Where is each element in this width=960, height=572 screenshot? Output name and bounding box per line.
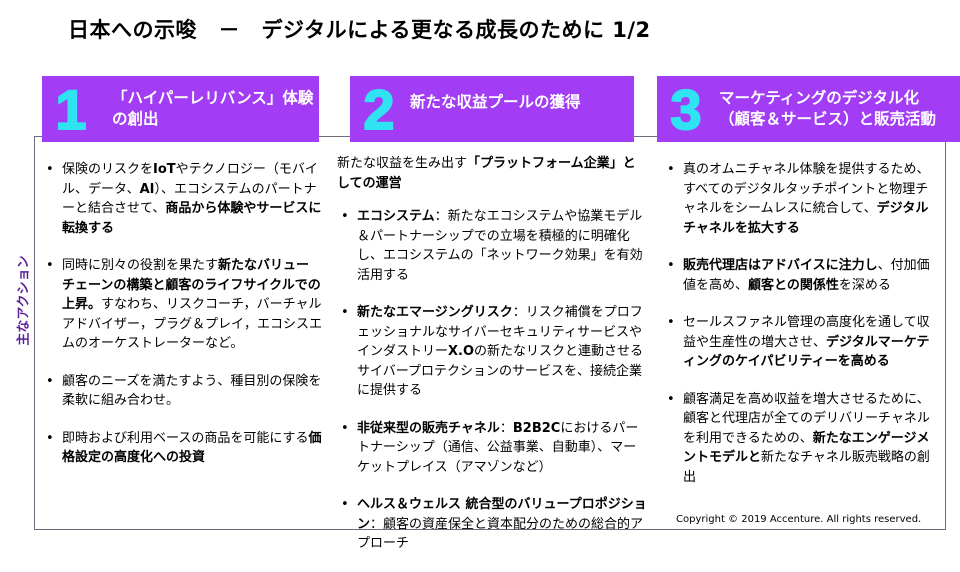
- text: 保険のリスクを: [62, 162, 154, 177]
- panel-1-heading-line1: 「ハイパーレリバンス」体験: [112, 89, 314, 107]
- bullet-item: 非従来型の販売チャネル：B2B2Cにおけるパートナーシップ（通信、公益事業、自動…: [337, 419, 647, 478]
- panel-3-heading-line1: マーケティングのデジタル化: [719, 89, 919, 107]
- text: 即時および利用ベースの商品を可能にする: [62, 430, 309, 446]
- text: やテクノロジー（モバイル、データ、: [62, 162, 318, 197]
- panel-2-body: 新たな収益を生み出す「プラットフォーム企業」としての運営エコシステム：新たなエコ…: [337, 154, 647, 572]
- text: セールスファネル管理の高度化を通して収益や生産性の増大させ、: [683, 315, 930, 350]
- text: すなわち、リスクコーチ，バーチャルアドバイザー，プラグ＆プレイ，エコシスエムのオ…: [62, 297, 323, 351]
- bullet-item: 新たなエマージングリスク：リスク補償をプロフェッショナルなサイバーセキュリティサ…: [337, 303, 647, 401]
- copyright: Copyright © 2019 Accenture. All rights r…: [676, 514, 922, 525]
- bold-text: 商品から体験やサービスに転換する: [62, 201, 322, 236]
- side-label-text: 主なアクション: [16, 254, 32, 346]
- bold-text: 非従来型の販売チャネル: [357, 420, 500, 436]
- text: ：リスク補償をプロフェッショナルなサイバーセキュリティサービスやインダストリー: [357, 305, 643, 359]
- bullet-item: 保険のリスクをIoTやテクノロジー（モバイル、データ、AI）、エコシステムのパー…: [42, 160, 322, 238]
- panel-3-header: 3 マーケティングのデジタル化 （顧客＆サービス）と販売活動: [657, 76, 960, 142]
- bold-text: ヘルス＆ウェルス 統合型のバリュープロポジション: [357, 497, 647, 532]
- panel-2-header: 2 新たな収益プールの獲得: [350, 76, 634, 142]
- text: 、付加価値を高め、: [683, 258, 930, 293]
- panel-2-heading-line1: 新たな収益プールの獲得: [410, 92, 581, 111]
- text: の新たなリスクと連動させるサイバープロテクションのサービスを、接続企業に提供する: [357, 344, 644, 398]
- bold-text: 新たなエンゲージメントモデルと: [683, 430, 930, 466]
- bold-text: IoT: [153, 162, 176, 177]
- bullet-item: 顧客のニーズを満たすよう、種目別の保険を柔軟に組み合わせ。: [42, 372, 322, 411]
- bullet-item: ヘルス＆ウェルス 統合型のバリュープロポジション：顧客の資産保全と資本配分のため…: [337, 495, 647, 554]
- panel-3-body: 真のオムニチャネル体験を提供するため、すべてのデジタルタッチポイントと物理チャネ…: [663, 160, 939, 505]
- text: ：顧客の資産保全と資本配分のための総合的アプローチ: [357, 516, 644, 552]
- panel-1-number: 1: [54, 77, 87, 142]
- panel-2-lead: 新たな収益を生み出す「プラットフォーム企業」としての運営: [337, 154, 647, 193]
- bold-text: 顧客との関係性: [748, 277, 839, 293]
- bold-text: X.O: [448, 344, 475, 359]
- bullet-item: エコシステム：新たなエコシステムや協業モデル＆パートナーシップでの立場を積極的に…: [337, 207, 647, 285]
- text: を深める: [838, 277, 891, 293]
- bold-text: 新たなバリューチェーンの構築と顧客のライフサイクルでの上昇。: [62, 258, 321, 312]
- bullet-item: セールスファネル管理の高度化を通して収益や生産性の増大させ、デジタルマーケティン…: [663, 313, 939, 372]
- text: におけるパートナーシップ（通信、公益事業、自動車）、マーケットプレイス（アマゾン…: [357, 420, 639, 475]
- bold-text: AI: [139, 181, 155, 197]
- bold-text: デジタルチャネルを拡大する: [683, 201, 929, 236]
- panel-1-heading-line2: の創出: [112, 110, 159, 128]
- panel-3-heading-line2: （顧客＆サービス）と販売活動: [719, 110, 937, 128]
- bullet-item: 顧客満足を高め収益を増大させるために、顧客と代理店が全てのデリバリーチャネルを利…: [663, 390, 939, 488]
- panel-1-header: 1 「ハイパーレリバンス」体験の創出: [42, 76, 319, 142]
- bold-text: B2B2C: [512, 420, 561, 436]
- bold-text: 新たなエマージングリスク: [357, 305, 513, 320]
- text: 顧客満足を高め収益を増大させるために、顧客と代理店が全てのデリバリーチャネルを利…: [683, 391, 930, 446]
- panel-1-body: 保険のリスクをIoTやテクノロジー（モバイル、データ、AI）、エコシステムのパー…: [42, 160, 322, 486]
- text: 同時に別々の役割を果たす: [62, 258, 219, 273]
- bold-text: デジタルマーケティングのケイパビリティーを高める: [683, 334, 930, 370]
- bold-text: エコシステム: [357, 209, 435, 224]
- bullet-item: 販売代理店はアドバイスに注力し、付加価値を高め、顧客との関係性を深める: [663, 256, 939, 295]
- text: 新たなチャネル販売戦略の創出: [683, 450, 930, 485]
- text: 顧客のニーズを満たすよう、種目別の保険を柔軟に組み合わせ。: [62, 373, 322, 409]
- text: ：新たなエコシステムや協業モデル＆パートナーシップでの立場を積極的に明確化し、エ…: [357, 209, 643, 283]
- bullet-item: 真のオムニチャネル体験を提供するため、すべてのデジタルタッチポイントと物理チャネ…: [663, 160, 939, 238]
- bullet-item: 即時および利用ベースの商品を可能にする価格設定の高度化への投資: [42, 429, 322, 468]
- text: 真のオムニチャネル体験を提供するため、すべてのデジタルタッチポイントと物理チャネ…: [683, 162, 930, 216]
- bold-text: 価格設定の高度化への投資: [62, 430, 322, 466]
- panel-2-number: 2: [362, 77, 395, 142]
- text: 新たな収益を生み出す: [337, 156, 468, 171]
- bold-text: 販売代理店はアドバイスに注力し: [683, 258, 878, 273]
- text: ）、エコシステムのパートナーと結合させて、: [62, 181, 317, 217]
- side-label: 主なアクション: [7, 245, 37, 355]
- bold-text: 「プラットフォーム企業」としての運営: [337, 156, 636, 191]
- bullet-item: 同時に別々の役割を果たす新たなバリューチェーンの構築と顧客のライフサイクルでの上…: [42, 256, 322, 354]
- page-title: 日本への示唆 － デジタルによる更なる成長のために 1/2: [68, 18, 651, 42]
- text: ：: [499, 420, 513, 436]
- panel-3-number: 3: [669, 77, 702, 142]
